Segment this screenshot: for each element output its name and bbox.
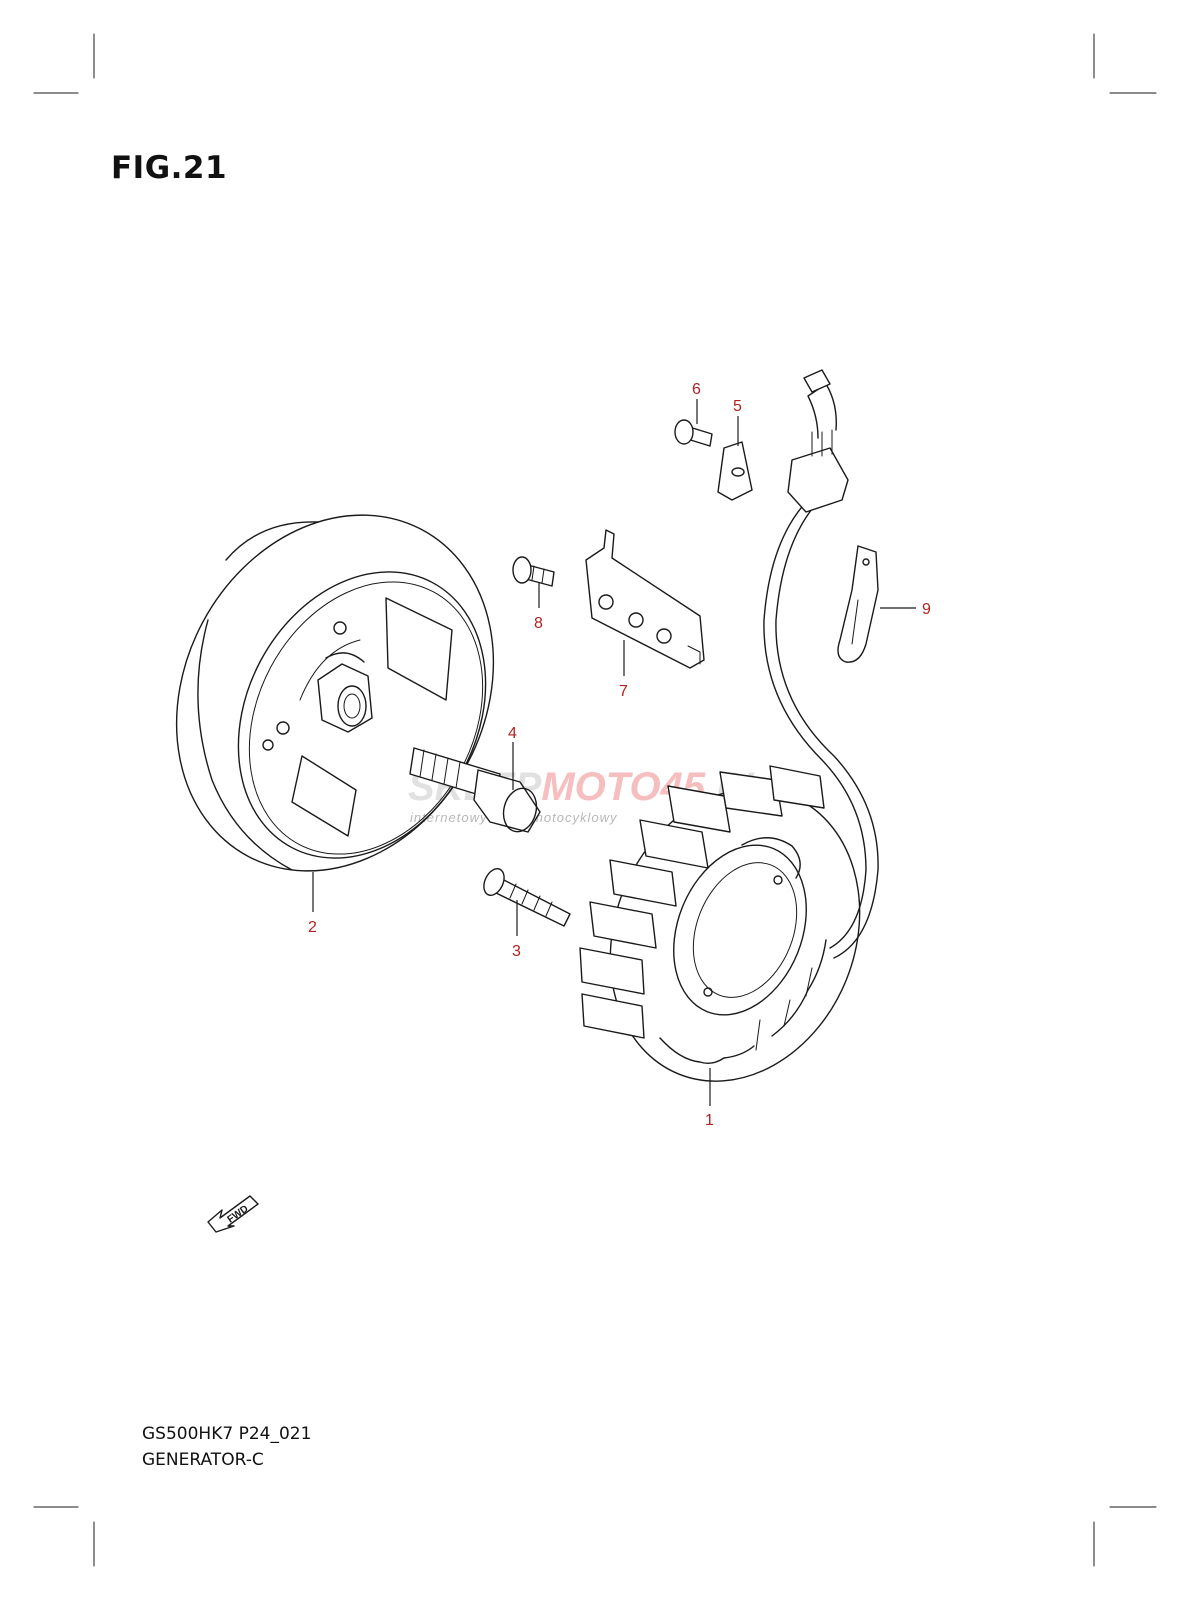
part-rotor: [175, 514, 495, 872]
callout-8: 8: [534, 582, 543, 632]
callout-1: 1: [705, 1068, 714, 1129]
callout-label-5: 5: [733, 398, 742, 415]
callout-label-6: 6: [692, 381, 701, 398]
callout-label-7: 7: [619, 683, 628, 700]
callout-3: 3: [512, 900, 521, 960]
callout-7: 7: [619, 640, 628, 700]
figure-title: FIG.21: [111, 150, 228, 186]
fwd-arrow-icon: FWD: [207, 1195, 259, 1233]
watermark-brand-b: MOTO: [541, 765, 660, 809]
figure-name: GENERATOR-C: [142, 1450, 264, 1470]
part-rotor-bolt: [409, 747, 541, 833]
part-clamp-bolt: [674, 419, 713, 447]
callout-2: 2: [308, 872, 317, 936]
part-stator-screw: [483, 868, 571, 927]
part-guide-bracket: [585, 529, 705, 669]
callout-label-4: 4: [508, 725, 517, 742]
callout-label-1: 1: [705, 1112, 714, 1129]
callout-label-2: 2: [308, 919, 317, 936]
callout-4: 4: [508, 725, 517, 790]
part-harness: [763, 369, 879, 959]
callout-label-3: 3: [512, 943, 521, 960]
crop-marks: [33, 33, 1157, 1567]
callout-6: 6: [692, 381, 701, 424]
callout-label-9: 9: [922, 601, 931, 618]
part-wire-clamp: [837, 545, 879, 663]
callout-9: 9: [880, 601, 931, 618]
part-stator: [579, 765, 861, 1082]
callout-label-8: 8: [534, 615, 543, 632]
callout-5: 5: [733, 398, 742, 446]
model-code: GS500HK7 P24_021: [142, 1424, 312, 1444]
part-clamp-plate: [717, 441, 753, 501]
part-bracket-bolt: [512, 556, 555, 587]
